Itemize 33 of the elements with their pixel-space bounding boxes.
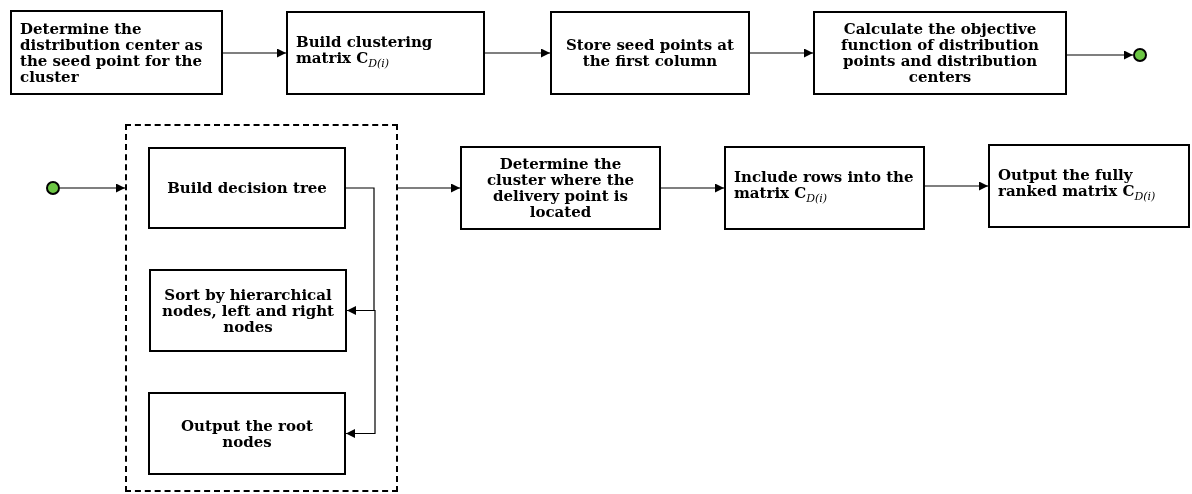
process-box	[149, 269, 347, 352]
connector-circle	[46, 181, 60, 195]
box-text: Calculate the objective function of distribution points and distribution centers	[840, 21, 1040, 85]
process-box	[550, 11, 750, 95]
box-text: Store seed points at the first column	[565, 37, 735, 69]
arrow	[345, 309, 376, 438]
box-text: Build clustering matrix C$_{D(i)}$	[296, 34, 434, 72]
process-box	[10, 10, 223, 95]
arrow	[397, 183, 461, 193]
arrow	[59, 183, 126, 193]
arrow	[345, 187, 375, 315]
arrow	[660, 183, 725, 193]
box-text: Output the root nodes	[180, 417, 314, 450]
process-box	[286, 11, 485, 95]
process-box	[148, 392, 346, 475]
box-text: Determine the cluster where the delivery point is located	[485, 156, 636, 220]
process-box	[148, 147, 346, 229]
connector-circle	[1133, 48, 1147, 62]
process-box	[988, 144, 1190, 228]
process-box	[813, 11, 1067, 95]
box-text: Output the fully ranked matrix C$_{D(i)}$	[998, 167, 1157, 205]
arrow	[1066, 50, 1134, 60]
box-text: Include rows into the matrix C$_{D(i)}$	[734, 169, 915, 207]
arrow	[484, 48, 551, 58]
arrow	[924, 181, 989, 191]
process-box	[724, 146, 925, 230]
arrow	[222, 48, 287, 58]
process-box	[460, 146, 661, 230]
group-frame	[125, 124, 398, 492]
arrow	[749, 48, 814, 58]
box-text: Build decision tree	[167, 180, 327, 196]
box-text: Determine the distribution center as the seed point for the cluster	[20, 20, 204, 85]
box-text: Sort by hierarchical nodes, left and right nodes	[161, 286, 335, 335]
